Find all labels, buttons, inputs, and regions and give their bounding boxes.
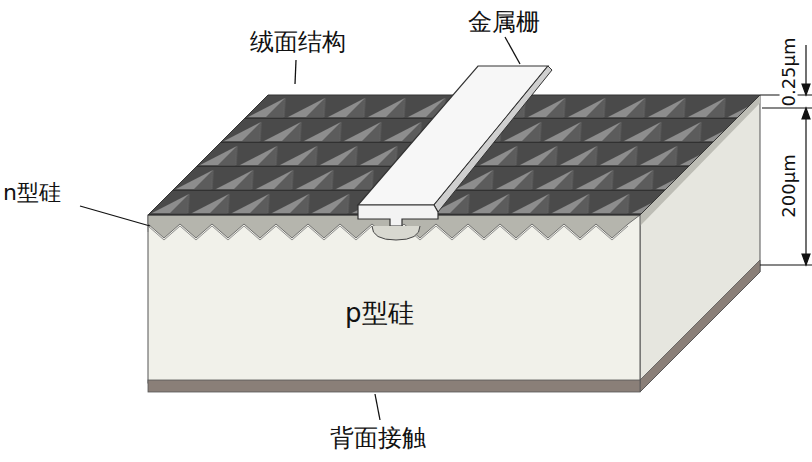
metal-grid-label: 金属栅 (468, 10, 540, 34)
metal-grid (358, 66, 552, 240)
dimension-label: 200μm (780, 154, 798, 217)
texture-label: 绒面结构 (250, 30, 346, 54)
n-silicon-label: n型硅 (3, 182, 61, 204)
dimension-label: 0.25μm (780, 37, 798, 106)
p-silicon-label: p型硅 (345, 300, 414, 326)
back-contact-label: 背面接触 (330, 426, 426, 450)
